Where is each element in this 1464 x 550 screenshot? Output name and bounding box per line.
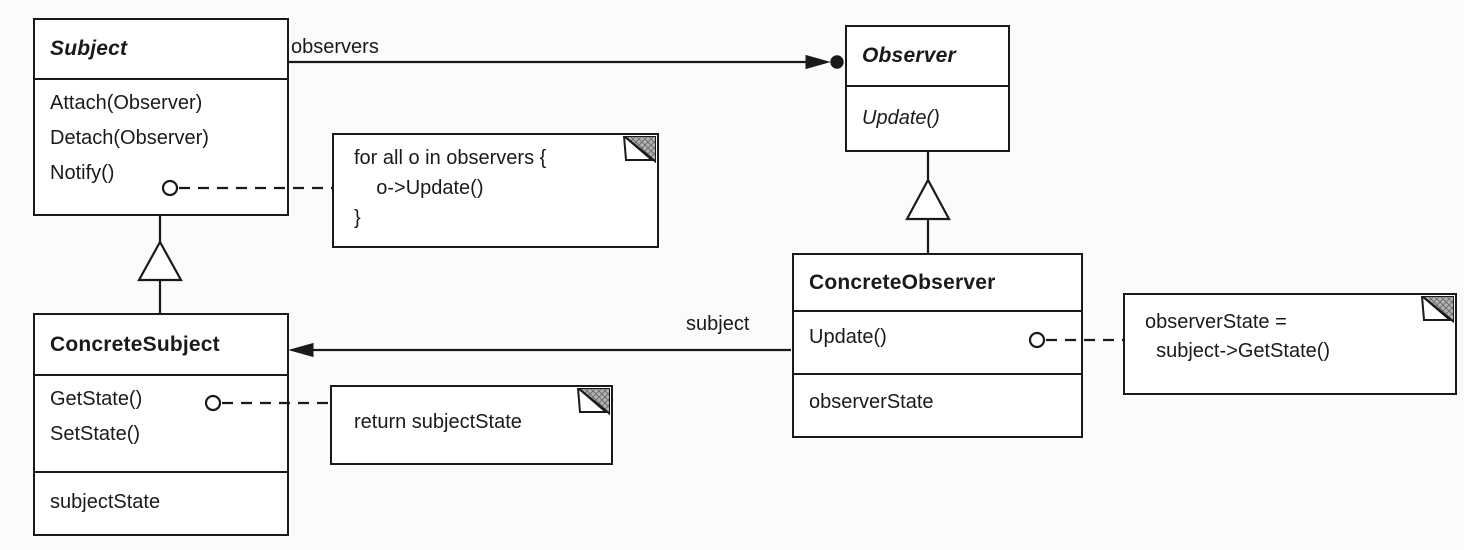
dog-ear-icon [1420, 296, 1454, 324]
subject-arrowhead-icon [288, 342, 314, 358]
attr-subject-state: subjectState [50, 491, 161, 513]
note-update-implementation: observerState = subject->GetState() [1123, 293, 1457, 395]
note-line: for all o in observers { [354, 147, 547, 169]
subject-methods-section: Attach(Observer) Detach(Observer) Notify… [35, 80, 287, 191]
concrete-subject-methods-section: GetState() SetState() [35, 376, 287, 473]
method-detach: Detach(Observer) [50, 127, 209, 149]
concrete-observer-methods-section: Update() [794, 312, 1081, 375]
note-line: return subjectState [354, 411, 522, 433]
note-line: observerState = [1145, 311, 1287, 333]
observer-inheritance-triangle-icon [905, 177, 951, 221]
observers-multiplicity-dot-icon [830, 55, 844, 69]
dog-ear-icon [576, 388, 610, 416]
method-setstate: SetState() [50, 423, 141, 445]
method-attach: Attach(Observer) [50, 92, 203, 114]
concrete-subject-attrs-section: subjectState [35, 473, 287, 520]
dog-ear-icon [622, 136, 656, 164]
subject-association-label: subject [686, 313, 750, 335]
fold-flap [1420, 296, 1453, 321]
note-line: o->Update() [354, 177, 484, 199]
observers-association-label: observers [291, 36, 379, 58]
class-title-observer: Observer [847, 27, 1008, 87]
class-box-observer: Observer Update() [845, 25, 1010, 152]
class-box-concrete-observer: ConcreteObserver Update() observerState [792, 253, 1083, 438]
method-notify: Notify() [50, 162, 115, 184]
class-box-concrete-subject: ConcreteSubject GetState() SetState() su… [33, 313, 289, 536]
class-title-concrete-subject: ConcreteSubject [35, 315, 287, 376]
method-update-concrete: Update() [809, 326, 887, 348]
method-getstate: GetState() [50, 388, 143, 410]
note-line: subject->GetState() [1145, 340, 1331, 362]
note-line: } [354, 207, 361, 229]
fold-flap [576, 388, 609, 413]
method-update-abstract: Update() [862, 107, 940, 129]
fold-flap [622, 136, 655, 161]
observers-arrowhead-icon [805, 54, 831, 70]
attr-observer-state: observerState [809, 391, 934, 413]
note-notify-implementation: for all o in observers { o->Update() } [332, 133, 659, 248]
concrete-observer-attrs-section: observerState [794, 375, 1081, 420]
class-box-subject: Subject Attach(Observer) Detach(Observer… [33, 18, 289, 216]
note-getstate-implementation: return subjectState [330, 385, 613, 465]
subject-inheritance-triangle-icon [137, 239, 183, 282]
class-title-concrete-observer: ConcreteObserver [794, 255, 1081, 312]
class-title-subject: Subject [35, 20, 287, 80]
observer-methods-section: Update() [847, 87, 1008, 136]
